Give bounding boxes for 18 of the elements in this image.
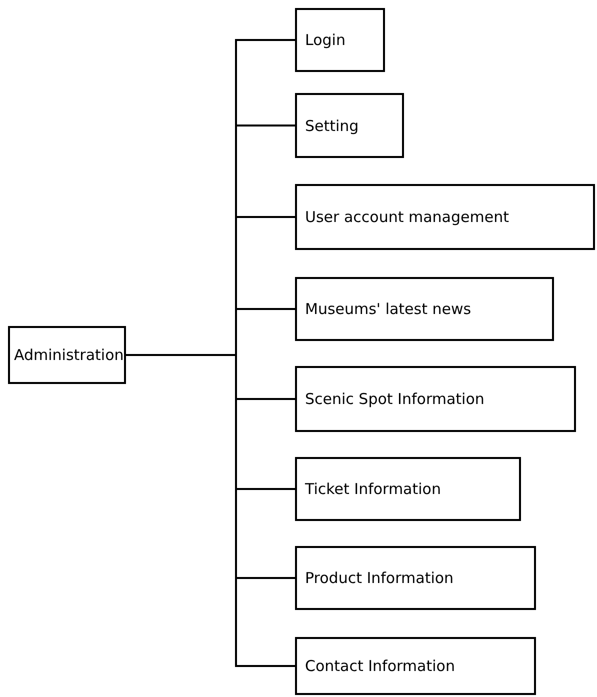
node-label: Product Information — [305, 569, 454, 587]
module-box — [295, 93, 404, 158]
module-box — [295, 366, 576, 432]
node-label: Contact Information — [305, 657, 455, 675]
module-box — [295, 637, 536, 695]
node-label: User account management — [305, 208, 509, 226]
node-label: Administration — [14, 346, 124, 364]
node-label: Scenic Spot Information — [305, 390, 484, 408]
node-label: Login — [305, 31, 346, 49]
module-box — [295, 546, 536, 610]
module-box — [295, 184, 595, 250]
module-box — [295, 8, 385, 72]
root-box — [8, 326, 126, 384]
node-label: Ticket Information — [305, 480, 441, 498]
module-box — [295, 277, 554, 341]
node-label: Museums' latest news — [305, 300, 472, 318]
node-label: Setting — [305, 116, 359, 134]
module-box — [295, 457, 521, 521]
